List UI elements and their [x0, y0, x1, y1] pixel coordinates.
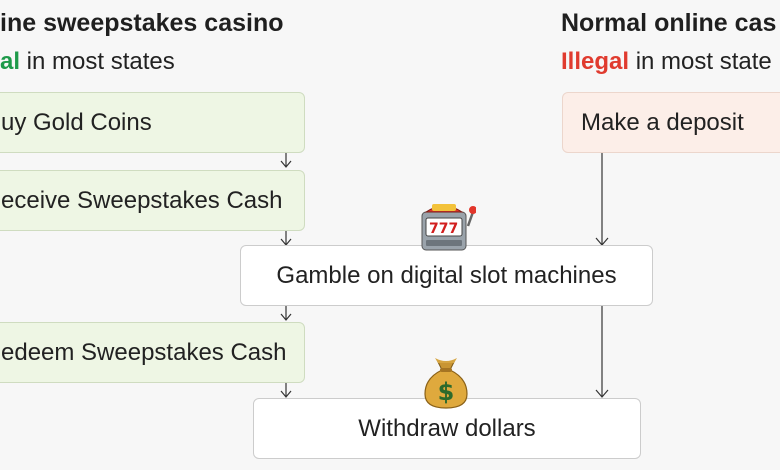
make-deposit-label: Make a deposit: [581, 108, 744, 136]
online-casino-heading: Normal online cas: [561, 9, 777, 37]
slot-machine-icon: 777: [421, 204, 476, 251]
withdraw-label: Withdraw dollars: [358, 414, 536, 442]
buy-gold-coins-label: uy Gold Coins: [1, 108, 152, 136]
redeem-sweepstakes-cash-step: edeem Sweepstakes Cash: [0, 322, 305, 383]
legal-status-text: in most states: [20, 48, 175, 75]
gamble-label: Gamble on digital slot machines: [276, 261, 617, 289]
sweepstakes-legal-status: al in most states: [0, 48, 175, 76]
svg-text:777: 777: [429, 221, 458, 237]
svg-text:$: $: [438, 378, 455, 406]
receive-sweepstakes-cash-step: eceive Sweepstakes Cash: [0, 170, 305, 231]
illegal-label: Illegal: [561, 48, 630, 75]
sweepstakes-casino-heading: ine sweepstakes casino: [0, 9, 284, 37]
withdraw-step: Withdraw dollars: [253, 398, 641, 459]
legal-label: al: [0, 48, 21, 75]
gamble-step: Gamble on digital slot machines: [240, 245, 653, 306]
money-bag-icon: $: [424, 358, 468, 409]
illegal-status-text: in most state: [629, 48, 772, 75]
make-deposit-step: Make a deposit: [562, 92, 780, 153]
redeem-sweepstakes-cash-label: edeem Sweepstakes Cash: [1, 338, 287, 366]
online-casino-legal-status: Illegal in most state: [561, 48, 772, 76]
buy-gold-coins-step: uy Gold Coins: [0, 92, 305, 153]
receive-sweepstakes-cash-label: eceive Sweepstakes Cash: [1, 186, 283, 214]
